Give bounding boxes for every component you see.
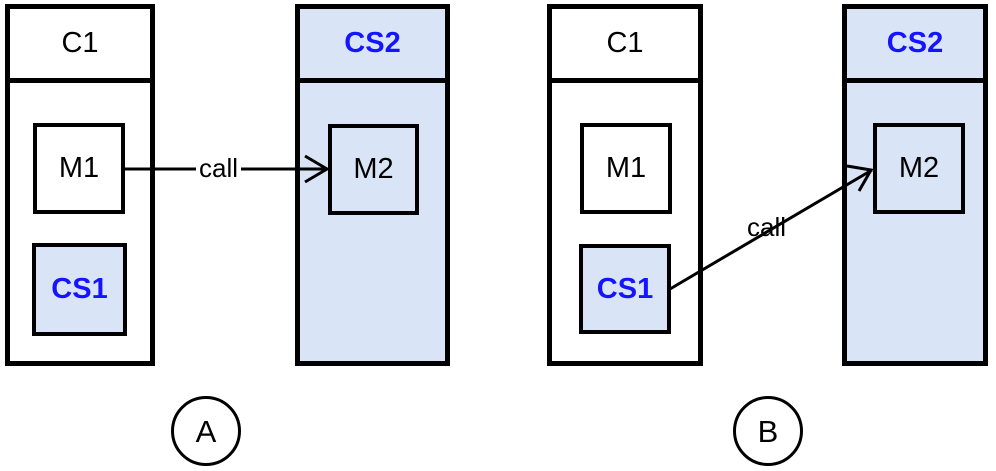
class-name-label: C1 xyxy=(61,27,99,59)
member-label: M1 xyxy=(58,152,100,184)
member-box-m2-panel-a[interactable]: M2 xyxy=(328,124,419,215)
class-header-c1-panel-a: C1 xyxy=(10,9,150,83)
class-header-cs2-panel-a: CS2 xyxy=(300,9,445,83)
panel-caption-label: A xyxy=(195,413,217,449)
member-label: M2 xyxy=(898,152,940,184)
class-name-label: CS2 xyxy=(886,27,944,59)
member-box-cs1-panel-b[interactable]: CS1 xyxy=(579,244,671,334)
member-label: M2 xyxy=(353,153,394,185)
panel-caption-b: B xyxy=(733,396,803,466)
panel-caption-a: A xyxy=(171,396,241,466)
edge-label-call-panel-a: call xyxy=(196,155,242,181)
class-name-label: CS2 xyxy=(344,27,401,59)
panel-caption-label: B xyxy=(757,413,779,449)
class-header-cs2-panel-b: CS2 xyxy=(847,9,983,83)
member-box-m2-panel-b[interactable]: M2 xyxy=(873,123,965,214)
class-name-label: C1 xyxy=(606,27,644,59)
member-label: M1 xyxy=(605,152,647,184)
member-label: CS1 xyxy=(51,273,108,305)
class-header-c1-panel-b: C1 xyxy=(552,9,698,83)
member-box-m1-panel-b[interactable]: M1 xyxy=(580,123,672,214)
member-box-m1-panel-a[interactable]: M1 xyxy=(33,123,125,214)
member-box-cs1-panel-a[interactable]: CS1 xyxy=(32,243,127,336)
member-label: CS1 xyxy=(596,272,654,305)
edge-label-call-panel-b: call xyxy=(747,212,787,242)
